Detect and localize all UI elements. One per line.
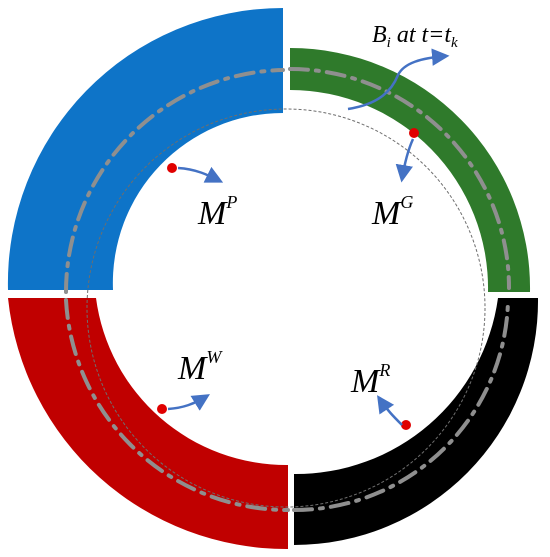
bottom-right-centerline [292, 298, 510, 512]
label-m-p: MP [197, 192, 237, 232]
label-m-g: MG [371, 192, 413, 232]
arrow-g [395, 138, 415, 183]
bottom-left-band [8, 298, 288, 550]
inner-guide-circle [86, 108, 486, 508]
particle-dot-w [157, 404, 167, 414]
bottom-right-band [294, 298, 539, 545]
arrow-w [167, 394, 210, 411]
top-left-centerline [64, 68, 285, 294]
label-m-w: MW [177, 347, 223, 387]
bottom-left-centerline [64, 298, 290, 513]
particle-dot-g [409, 128, 419, 138]
particle-dot-p [167, 163, 177, 173]
top-right-band [290, 47, 531, 292]
top-left-band [7, 8, 284, 290]
annotation-arrow [347, 48, 450, 111]
arrow-r [377, 395, 403, 426]
arrow-p [177, 166, 224, 183]
top-right-centerline [288, 67, 511, 290]
particle-dot-r [401, 420, 411, 430]
label-m-r: MR [350, 360, 390, 400]
